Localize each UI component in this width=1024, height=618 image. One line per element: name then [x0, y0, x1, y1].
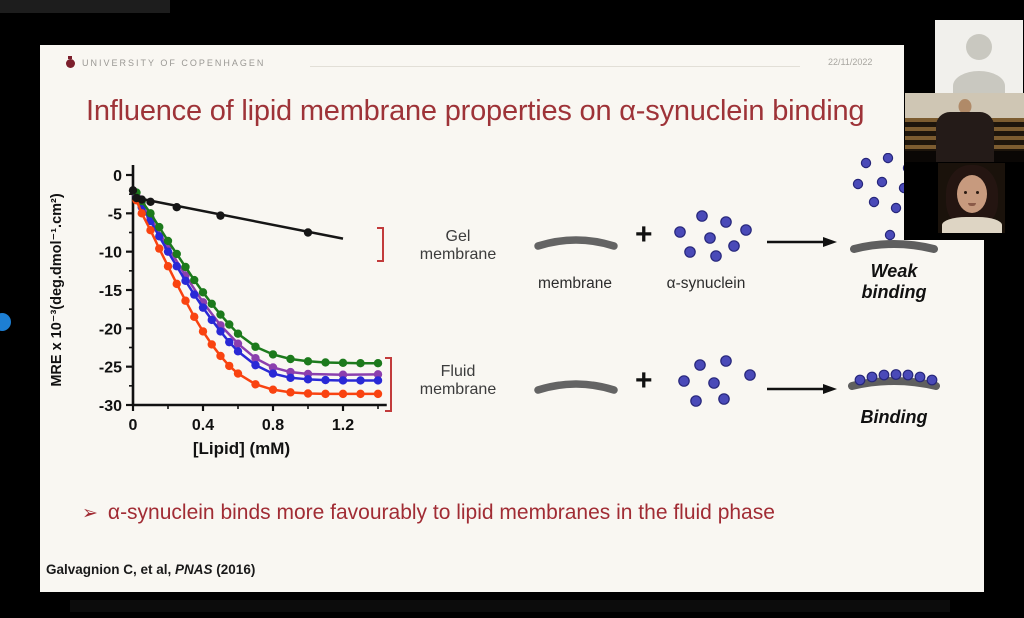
bookshelf: [988, 117, 1024, 151]
participants-panel: [904, 0, 1024, 240]
svg-text:1.2: 1.2: [332, 417, 354, 434]
university-seal-icon: [66, 55, 75, 68]
svg-text:MRE x 10⁻³(deg.dmol⁻¹.cm²): MRE x 10⁻³(deg.dmol⁻¹.cm²): [49, 193, 65, 387]
shared-slide: UNIVERSITY OF COPENHAGEN 22/11/2022 Infl…: [40, 45, 985, 592]
gel-bracket: [377, 227, 384, 262]
person-body: [935, 112, 994, 162]
gel-reaction-arrow-icon: [767, 237, 837, 247]
binding-result-icon: [848, 369, 940, 390]
svg-text:0.4: 0.4: [192, 417, 214, 434]
gel-membrane-icon: [534, 236, 618, 250]
membrane-caption: membrane: [537, 275, 613, 292]
svg-text:-5: -5: [108, 206, 122, 223]
plus-sign-gel: +: [635, 218, 653, 251]
svg-text:-10: -10: [99, 245, 122, 262]
svg-text:[Lipid] (mM): [Lipid] (mM): [193, 439, 290, 458]
svg-text:0.8: 0.8: [262, 417, 284, 434]
window-bottom-strip: [70, 600, 950, 612]
svg-text:-20: -20: [99, 321, 122, 338]
synuclein-caption: α-synuclein: [666, 275, 746, 292]
university-name: UNIVERSITY OF COPENHAGEN: [82, 58, 266, 68]
takeaway-bullet: ➢ α-synuclein binds more favourably to li…: [82, 501, 775, 525]
person-head: [958, 99, 971, 114]
alpha-synuclein-cluster-icon: [674, 210, 752, 262]
plus-sign-fluid: +: [635, 364, 653, 397]
citation: Galvagnion C, et al, PNAS (2016): [46, 562, 256, 577]
notification-dot: [0, 313, 11, 331]
header-divider: [310, 66, 800, 67]
avatar-placeholder-icon: [953, 71, 1005, 93]
weak-binding-label: Weak binding: [861, 261, 927, 302]
svg-text:-25: -25: [99, 360, 122, 377]
svg-text:-15: -15: [99, 283, 122, 300]
fluid-bracket: [385, 357, 392, 412]
svg-text:-30: -30: [99, 398, 122, 415]
svg-text:0: 0: [113, 168, 122, 185]
svg-text:0: 0: [129, 417, 138, 434]
binding-label: Binding: [860, 407, 928, 427]
journal-name: PNAS: [175, 562, 213, 577]
slide-date: 22/11/2022: [828, 57, 873, 67]
fluid-membrane-label: Fluid membrane: [419, 363, 497, 398]
video-tile-standing-person[interactable]: [905, 93, 1024, 162]
alpha-synuclein-cluster-icon: [678, 355, 756, 407]
window-top-strip: [0, 0, 170, 13]
avatar-placeholder-icon: [966, 34, 992, 60]
gel-membrane-label: Gel membrane: [419, 228, 497, 263]
video-tile-avatar[interactable]: [935, 20, 1023, 93]
bullet-arrow-icon: ➢: [82, 503, 98, 524]
speaker-face: [956, 175, 987, 213]
mre-vs-lipid-chart: 0 -5 -10 -15 -20 -25 -30 0 0.4 0.8 1.2 [Lipid] (mM)…: [49, 165, 387, 458]
fluid-membrane-icon: [534, 380, 618, 394]
slide-title: Influence of lipid membrane properties o…: [86, 95, 865, 127]
takeaway-text: α-synuclein binds more favourably to lip…: [107, 501, 775, 524]
fluid-reaction-arrow-icon: [767, 384, 837, 394]
slide-header: UNIVERSITY OF COPENHAGEN: [66, 55, 265, 71]
video-tile-speaker[interactable]: [938, 163, 1005, 233]
